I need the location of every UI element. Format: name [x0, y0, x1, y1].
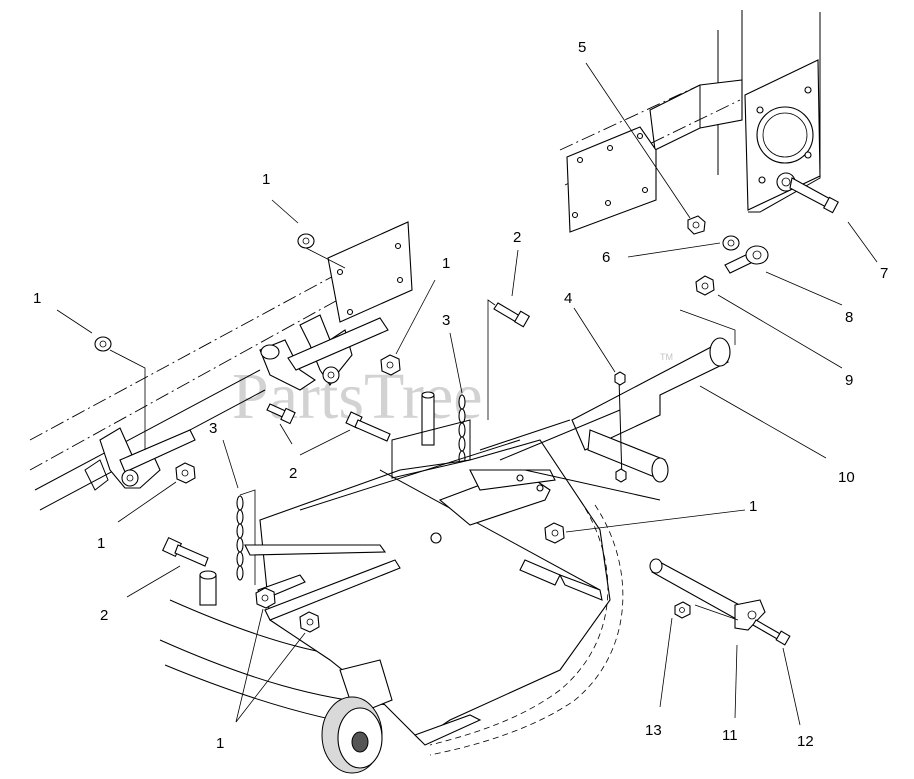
leader-lines	[56, 62, 878, 726]
lift-bar-10	[479, 337, 731, 501]
watermark-tm: TM	[660, 352, 673, 362]
callout-4: 4	[564, 290, 572, 307]
link-4	[614, 371, 627, 483]
washer-1-top	[297, 233, 346, 269]
bolt-2-center	[345, 411, 391, 442]
bolt-2-top	[487, 299, 531, 420]
callout-5: 5	[578, 39, 586, 56]
nut-9	[695, 275, 715, 296]
callout-1: 1	[97, 535, 105, 552]
callout-11: 11	[722, 727, 738, 744]
callout-1: 1	[216, 735, 224, 752]
callout-1: 1	[262, 171, 270, 188]
rod-end-8	[724, 245, 769, 274]
callout-2: 2	[100, 607, 108, 624]
washer-1-left	[94, 336, 146, 450]
nut-1-bottom-b	[299, 611, 320, 633]
callout-13: 13	[645, 722, 662, 739]
frame-assembly	[559, 10, 839, 345]
bolt-2-lower	[161, 536, 209, 567]
anti-scalp-wheel	[321, 659, 393, 774]
callout-12: 12	[797, 733, 814, 750]
callout-3: 3	[209, 420, 217, 437]
bolt-2-mid	[266, 403, 296, 425]
callout-3: 3	[442, 312, 450, 329]
nut-5	[687, 215, 706, 235]
callout-7: 7	[880, 265, 888, 282]
nut-1-right	[544, 522, 565, 544]
nut-1-lower-left	[175, 462, 196, 484]
callout-1: 1	[442, 255, 450, 272]
nut-1-bottom-a	[255, 587, 276, 609]
callout-1: 1	[33, 290, 41, 307]
callout-2: 2	[289, 465, 297, 482]
callout-10: 10	[838, 469, 855, 486]
callout-9: 9	[845, 372, 853, 389]
callout-2: 2	[513, 229, 521, 246]
chain-3-left	[236, 489, 256, 585]
callout-6: 6	[602, 249, 610, 266]
bolt-7	[776, 172, 839, 214]
deck-lift-frame	[29, 221, 413, 511]
washer-6	[722, 235, 740, 251]
callouts: 1 1 1 1 1 1 2 2 2 3 3 4 5 6 7 8 9 10 11 …	[33, 39, 888, 752]
bolt-12	[752, 619, 791, 646]
callout-1: 1	[749, 498, 757, 515]
nut-13	[674, 601, 691, 619]
callout-8: 8	[845, 309, 853, 326]
nut-1-mid	[380, 354, 401, 376]
pivot-shaft-11	[649, 558, 766, 631]
